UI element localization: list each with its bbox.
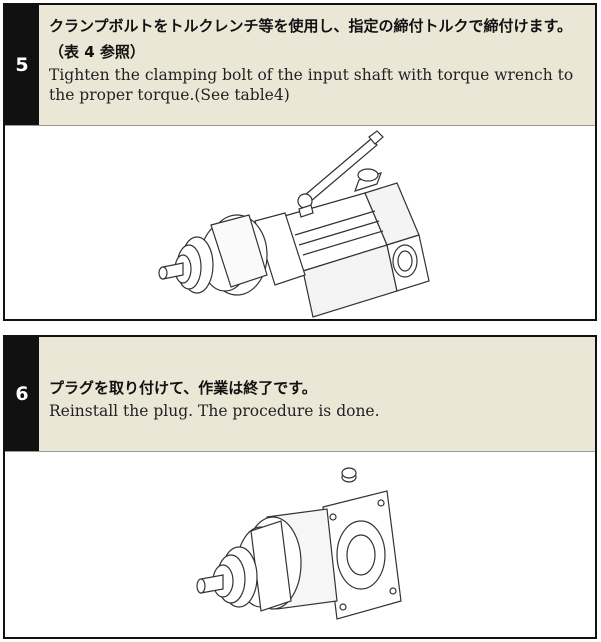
step-number: 5 [5,5,39,125]
step-6-instructions: プラグを取り付けて、作業は終了です。 Reinstall the plug. T… [49,375,587,421]
step-number: 6 [5,337,39,451]
step-5-illustration [5,125,595,319]
step-6-header: 6 プラグを取り付けて、作業は終了です。 Reinstall the plug.… [5,337,595,452]
instruction-english: Tighten the clamping bolt of the input s… [49,66,574,104]
step-5-instructions: クランプボルトをトルクレンチ等を使用し、指定の締付トルクで締付けます。（表 4 … [49,13,587,105]
gearbox-with-motor-and-torque-wrench-drawing [158,130,430,318]
step-6-panel: 6 プラグを取り付けて、作業は終了です。 Reinstall the plug.… [3,335,597,639]
instruction-japanese: プラグを取り付けて、作業は終了です。 [49,379,317,397]
instruction-english: Reinstall the plug. The procedure is don… [49,402,380,420]
step-6-illustration [5,451,595,637]
step-5-header: 5 クランプボルトをトルクレンチ等を使用し、指定の締付トルクで締付けます。（表 … [5,5,595,126]
instruction-japanese: クランプボルトをトルクレンチ等を使用し、指定の締付トルクで締付けます。（表 4 … [49,17,573,61]
step-5-panel: 5 クランプボルトをトルクレンチ等を使用し、指定の締付トルクで締付けます。（表 … [3,3,597,321]
gearbox-with-plug-drawing [196,467,402,620]
